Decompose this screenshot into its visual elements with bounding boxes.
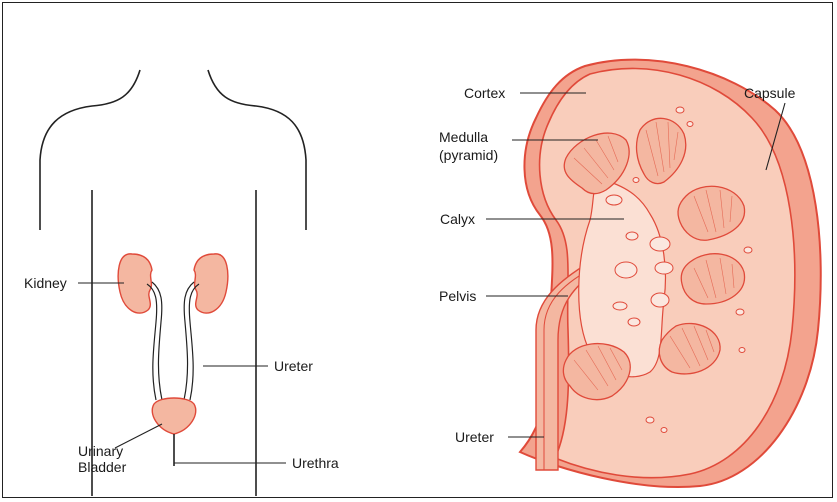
left-shoulder-outline — [40, 70, 140, 230]
urethra-label: Urethra — [292, 455, 339, 471]
cortex-label: Cortex — [464, 85, 505, 101]
capsule-label: Capsule — [744, 85, 796, 101]
pyramid-label: (pyramid) — [439, 147, 498, 163]
ureter-kidney-label: Ureter — [455, 429, 494, 445]
body-ureters — [147, 282, 199, 400]
urinary-label: Urinary — [78, 443, 123, 459]
pelvis-label: Pelvis — [439, 288, 476, 304]
body-kidneys — [118, 254, 228, 313]
ureter-body-label: Ureter — [274, 358, 313, 374]
bladder-label: Bladder — [78, 459, 127, 475]
calyx-label: Calyx — [440, 211, 475, 227]
medulla-label: Medulla — [439, 129, 488, 145]
kidney-label: Kidney — [24, 275, 67, 291]
body-leaders — [78, 283, 286, 463]
right-shoulder-outline — [208, 70, 306, 230]
body-bladder — [152, 398, 196, 434]
right-kidney-shape — [194, 254, 228, 313]
